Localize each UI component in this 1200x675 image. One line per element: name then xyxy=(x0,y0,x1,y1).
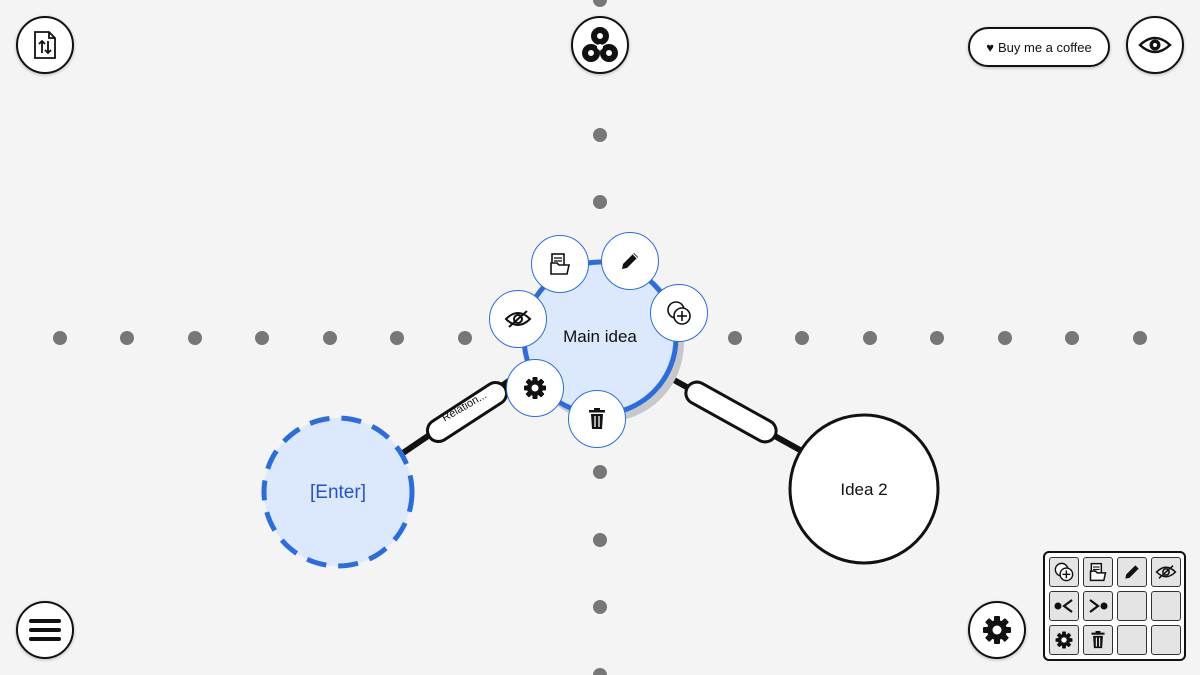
palette-empty-slot[interactable] xyxy=(1117,591,1147,621)
palette-add-node-button[interactable] xyxy=(1049,557,1079,587)
hide-node-button[interactable] xyxy=(489,290,547,348)
gear-icon xyxy=(524,377,546,399)
gear-icon xyxy=(983,616,1011,644)
eye-icon xyxy=(1138,36,1172,54)
node-idea2[interactable] xyxy=(788,413,940,565)
hide-icon xyxy=(1155,565,1177,579)
palette-hide-button[interactable] xyxy=(1151,557,1181,587)
grid-dots xyxy=(53,0,1147,675)
file-transfer-icon xyxy=(34,31,56,59)
edit-pencil-icon xyxy=(1125,565,1139,579)
edge-main-idea2[interactable] xyxy=(663,372,802,453)
palette-empty-slot[interactable] xyxy=(1117,625,1147,655)
palette-expand-button[interactable] xyxy=(1083,591,1113,621)
tool-palette xyxy=(1043,551,1186,661)
node-settings-button[interactable] xyxy=(506,359,564,417)
app-logo-icon xyxy=(582,27,618,62)
expand-right-icon xyxy=(1089,599,1108,613)
app-logo-button[interactable] xyxy=(571,16,629,74)
edge-main-enter[interactable] xyxy=(398,367,527,458)
gear-icon xyxy=(1055,631,1073,649)
view-mode-button[interactable] xyxy=(1126,16,1184,74)
hide-icon xyxy=(504,310,532,328)
palette-settings-button[interactable] xyxy=(1049,625,1079,655)
node-main[interactable] xyxy=(521,259,684,422)
add-node-icon xyxy=(667,301,691,325)
heart-icon: ♥ xyxy=(986,39,994,55)
trash-icon xyxy=(589,408,605,429)
main-menu-button[interactable] xyxy=(16,601,74,659)
settings-button[interactable] xyxy=(968,601,1026,659)
palette-collapse-button[interactable] xyxy=(1049,591,1079,621)
palette-edit-button[interactable] xyxy=(1117,557,1147,587)
collapse-left-icon xyxy=(1054,599,1073,613)
buy-me-a-coffee-button[interactable]: ♥ Buy me a coffee xyxy=(968,27,1110,67)
node-enter[interactable] xyxy=(261,415,415,569)
import-export-button[interactable] xyxy=(16,16,74,74)
palette-delete-button[interactable] xyxy=(1083,625,1113,655)
palette-details-button[interactable] xyxy=(1083,557,1113,587)
hamburger-menu-icon xyxy=(29,619,61,641)
trash-icon xyxy=(1091,631,1105,649)
delete-node-button[interactable] xyxy=(568,390,626,448)
palette-empty-slot[interactable] xyxy=(1151,591,1181,621)
details-icon xyxy=(1089,562,1107,582)
palette-empty-slot[interactable] xyxy=(1151,625,1181,655)
buy-me-a-coffee-label: Buy me a coffee xyxy=(998,39,1092,55)
add-node-icon xyxy=(1054,562,1074,582)
edit-node-button[interactable] xyxy=(601,232,659,290)
node-details-button[interactable] xyxy=(531,235,589,293)
details-icon xyxy=(550,253,570,275)
edit-pencil-icon xyxy=(622,253,638,269)
add-child-node-button[interactable] xyxy=(650,284,708,342)
